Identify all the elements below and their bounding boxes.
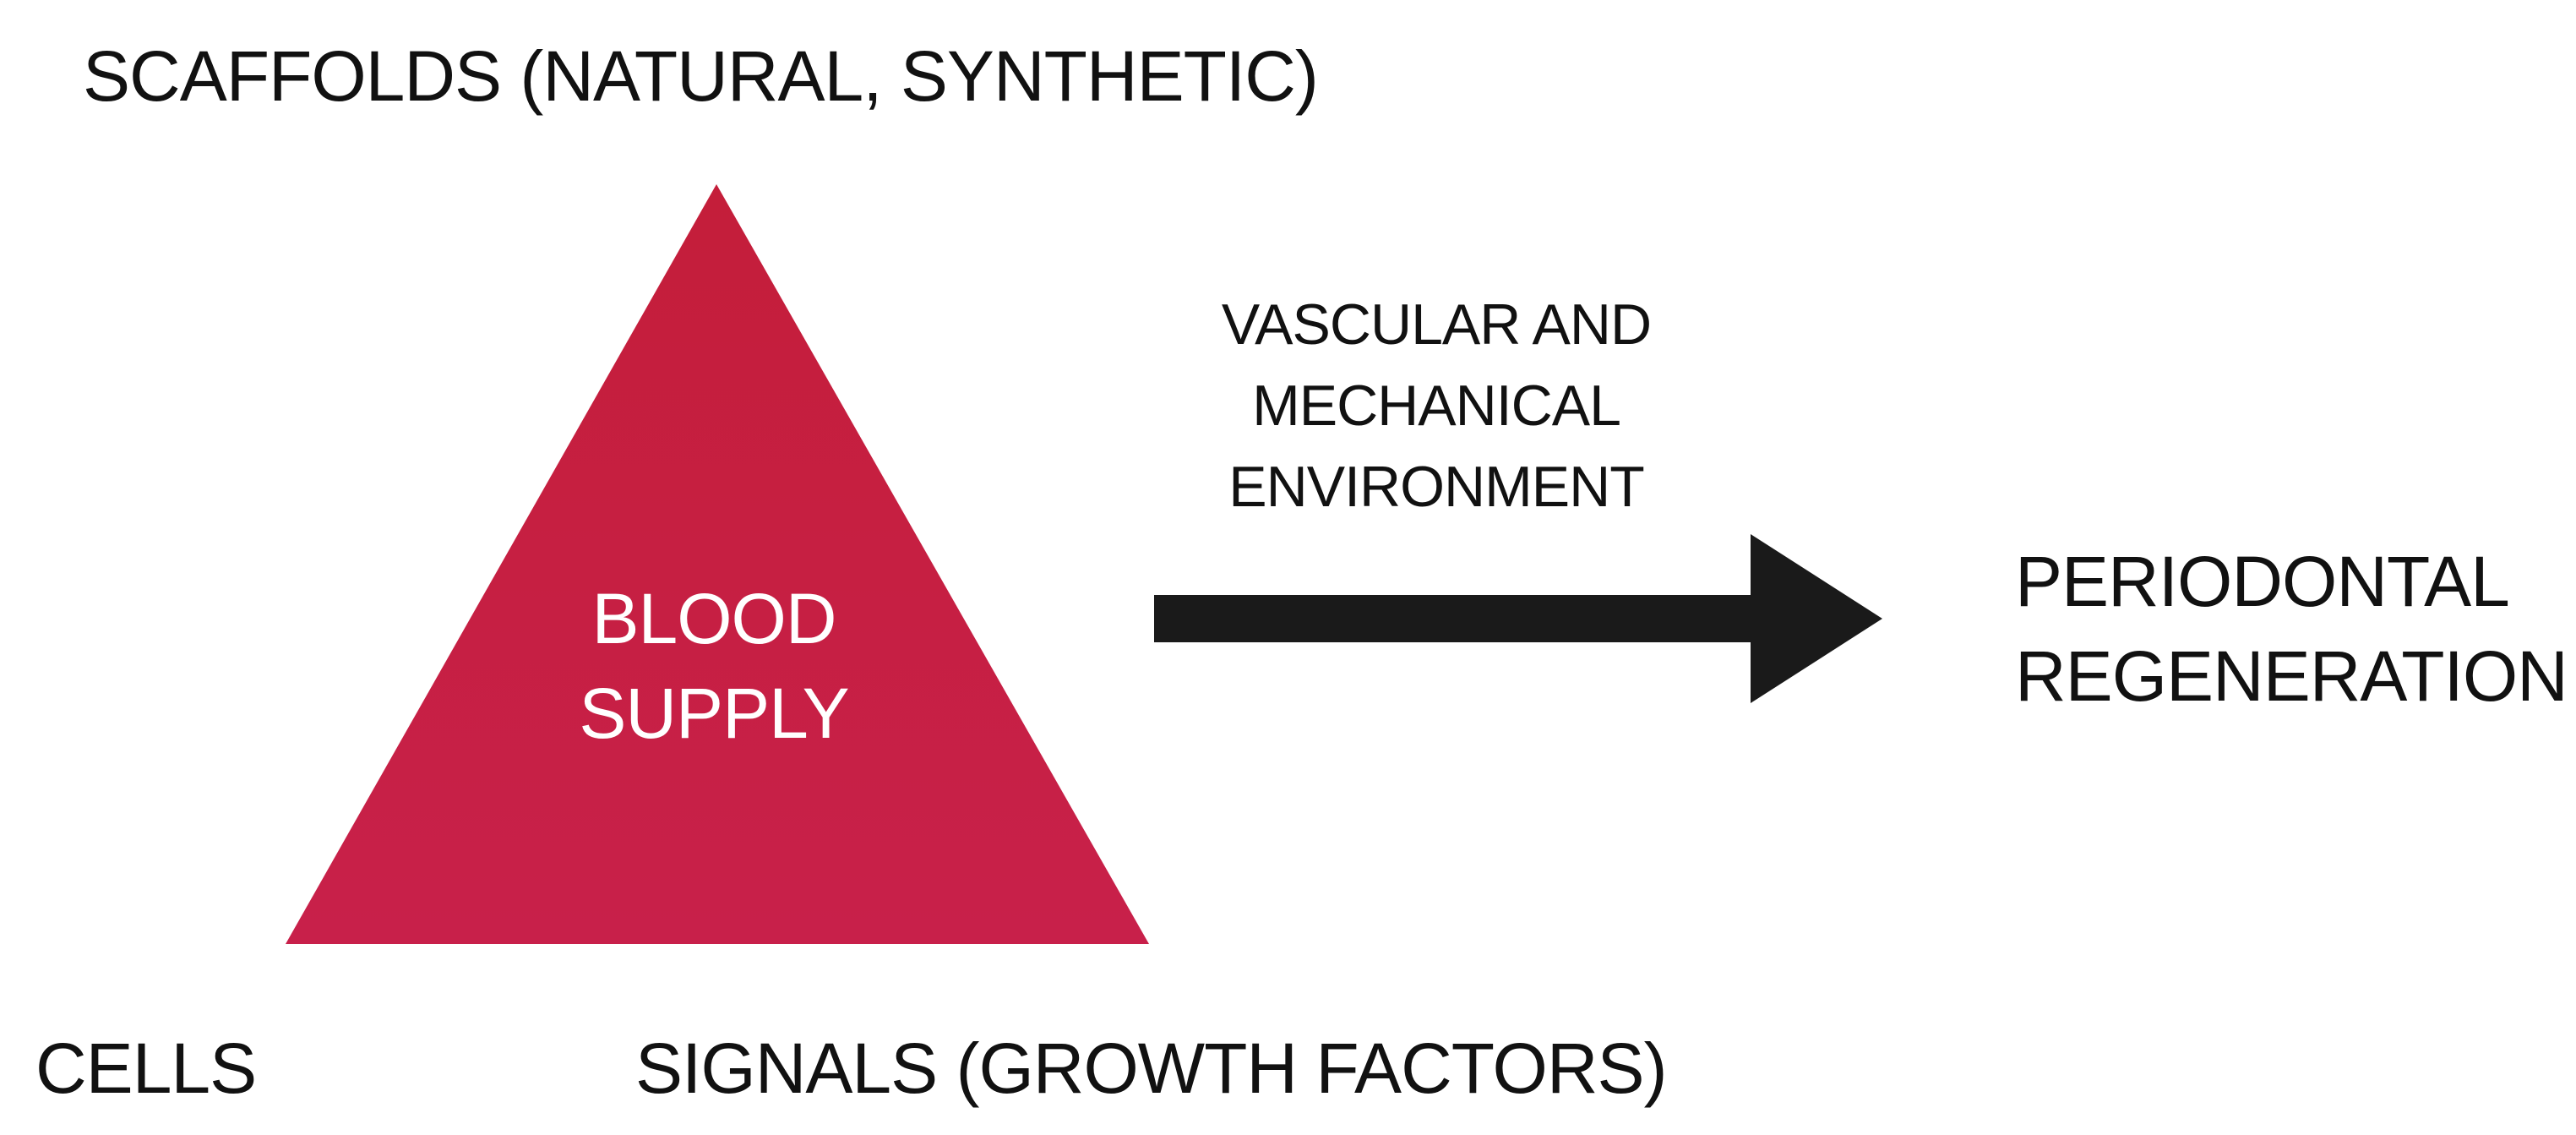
blood-supply-triangle (286, 184, 1149, 944)
scaffolds-label: SCAFFOLDS (NATURAL, SYNTHETIC) (83, 36, 1319, 116)
outcome-line-2: REGENERATION (2015, 636, 2568, 716)
blood-supply-line-1: BLOOD (591, 579, 836, 658)
blood-supply-line-2: SUPPLY (579, 674, 849, 753)
signals-label: SIGNALS (GROWTH FACTORS) (635, 1029, 1668, 1108)
environment-line-1: VASCULAR AND (1221, 292, 1652, 357)
environment-line-3: ENVIRONMENT (1228, 455, 1644, 519)
cells-label: CELLS (35, 1029, 257, 1108)
vascular-mechanical-environment-label: VASCULAR AND MECHANICAL ENVIRONMENT (1157, 284, 1715, 527)
outcome-line-1: PERIODONTAL (2015, 542, 2510, 621)
periodontal-regeneration-label: PERIODONTAL REGENERATION (2015, 534, 2568, 723)
right-arrow (1154, 534, 1882, 703)
environment-line-2: MECHANICAL (1252, 374, 1621, 438)
blood-supply-label: BLOOD SUPPLY (498, 571, 929, 761)
